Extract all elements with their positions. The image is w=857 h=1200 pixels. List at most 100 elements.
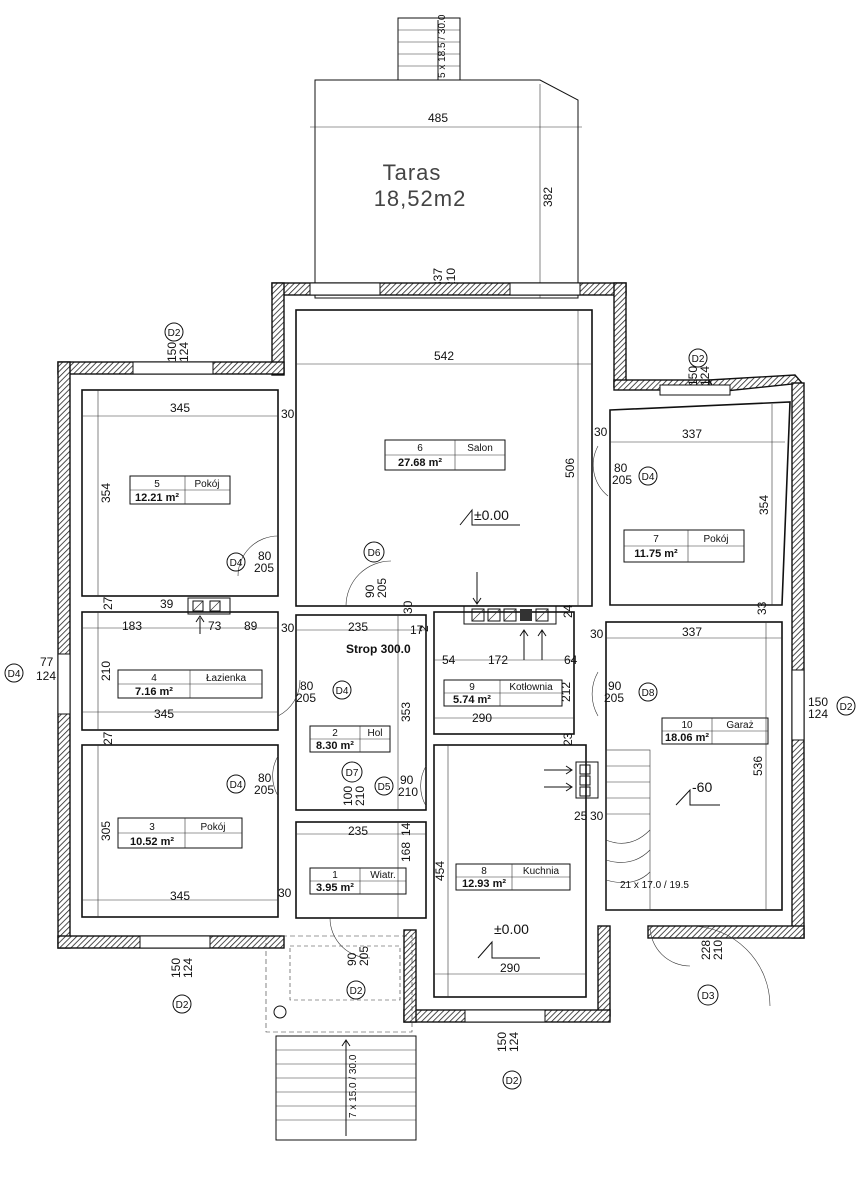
svg-text:150: 150 bbox=[495, 1032, 509, 1052]
svg-text:Łazienka: Łazienka bbox=[206, 673, 246, 684]
terrace-name: Taras bbox=[383, 160, 442, 185]
svg-text:3: 3 bbox=[149, 822, 155, 833]
svg-text:3.95 m²: 3.95 m² bbox=[316, 882, 354, 894]
terrace-area: 18,52m2 bbox=[374, 186, 467, 211]
svg-text:80: 80 bbox=[258, 549, 272, 563]
room-label-10: 10 Garaż 18.06 m² bbox=[661, 717, 769, 745]
svg-text:30: 30 bbox=[281, 407, 295, 421]
strop-label: Strop 300.0 bbox=[346, 642, 411, 656]
svg-text:73: 73 bbox=[208, 619, 222, 633]
room-label-3: 3 Pokój 10.52 m² bbox=[117, 817, 243, 849]
svg-text:10: 10 bbox=[681, 720, 693, 731]
entrance-porch bbox=[265, 935, 413, 1033]
svg-text:80: 80 bbox=[258, 771, 272, 785]
svg-text:345: 345 bbox=[170, 401, 190, 415]
svg-text:80: 80 bbox=[614, 461, 628, 475]
svg-text:6: 6 bbox=[417, 443, 423, 454]
garage-stairs-label: 21 x 17.0 / 19.5 bbox=[620, 880, 689, 891]
svg-text:124: 124 bbox=[177, 342, 191, 362]
top-stairs: 5 x 18.5 / 30.0 bbox=[397, 14, 461, 81]
svg-text:172: 172 bbox=[488, 653, 508, 667]
svg-text:2: 2 bbox=[332, 728, 338, 739]
svg-text:Salon: Salon bbox=[467, 443, 493, 454]
svg-text:124: 124 bbox=[808, 707, 828, 721]
svg-text:205: 205 bbox=[296, 691, 316, 705]
svg-text:345: 345 bbox=[170, 889, 190, 903]
svg-text:23: 23 bbox=[561, 732, 575, 746]
door-tags: D2 D2 D4 D2 D2 D2 D4 D4 D4 D4 D6 D7 D5 D… bbox=[4, 322, 856, 1090]
terrace-depth: 382 bbox=[541, 187, 555, 207]
svg-text:542: 542 bbox=[434, 349, 454, 363]
svg-text:8: 8 bbox=[481, 866, 487, 877]
garage-level: -60 bbox=[692, 779, 712, 795]
svg-text:90: 90 bbox=[400, 773, 414, 787]
terrace: 485 382 Taras 18,52m2 337 210 bbox=[310, 79, 582, 299]
svg-text:205: 205 bbox=[604, 691, 624, 705]
room-label-9: 9 Kotłownia 5.74 m² bbox=[443, 679, 563, 707]
svg-text:30: 30 bbox=[590, 809, 604, 823]
svg-text:D2: D2 bbox=[168, 328, 181, 339]
svg-text:454: 454 bbox=[433, 861, 447, 881]
svg-text:54: 54 bbox=[442, 653, 456, 667]
svg-text:11.75 m²: 11.75 m² bbox=[634, 548, 678, 560]
svg-text:D2: D2 bbox=[506, 1076, 519, 1087]
svg-text:205: 205 bbox=[357, 946, 371, 966]
room-label-2: 2 Hol 8.30 m² bbox=[309, 725, 391, 753]
svg-text:210: 210 bbox=[99, 661, 113, 681]
svg-text:150: 150 bbox=[165, 342, 179, 362]
svg-text:77: 77 bbox=[40, 655, 54, 669]
svg-text:14: 14 bbox=[399, 822, 413, 836]
svg-text:337: 337 bbox=[682, 427, 702, 441]
svg-text:Pokój: Pokój bbox=[200, 822, 225, 833]
svg-text:39: 39 bbox=[160, 597, 174, 611]
svg-text:7: 7 bbox=[653, 534, 659, 545]
svg-text:30: 30 bbox=[401, 600, 415, 614]
svg-text:89: 89 bbox=[244, 619, 258, 633]
room-label-5: 5 Pokój 12.21 m² bbox=[129, 475, 231, 505]
svg-text:205: 205 bbox=[254, 561, 274, 575]
svg-text:64: 64 bbox=[564, 653, 578, 667]
svg-text:D5: D5 bbox=[378, 782, 391, 793]
svg-text:25: 25 bbox=[574, 809, 588, 823]
salon-level: ±0.00 bbox=[474, 507, 509, 523]
svg-text:7.16 m²: 7.16 m² bbox=[135, 686, 173, 698]
svg-text:D2: D2 bbox=[350, 986, 363, 997]
svg-text:27: 27 bbox=[101, 596, 115, 610]
svg-text:337: 337 bbox=[682, 625, 702, 639]
svg-text:210: 210 bbox=[353, 786, 367, 806]
svg-text:100: 100 bbox=[341, 786, 355, 806]
svg-text:9: 9 bbox=[469, 682, 475, 693]
svg-text:345: 345 bbox=[154, 707, 174, 721]
svg-text:33: 33 bbox=[755, 601, 769, 615]
svg-text:30: 30 bbox=[281, 621, 295, 635]
svg-text:205: 205 bbox=[254, 783, 274, 797]
garage-stairs: 21 x 17.0 / 19.5 bbox=[605, 749, 689, 911]
svg-text:124: 124 bbox=[698, 366, 712, 386]
svg-text:17: 17 bbox=[410, 623, 424, 637]
svg-text:290: 290 bbox=[500, 961, 520, 975]
svg-text:D7: D7 bbox=[346, 768, 359, 779]
svg-text:D4: D4 bbox=[230, 780, 243, 791]
room-label-8: 8 Kuchnia 12.93 m² bbox=[455, 863, 571, 891]
svg-text:Pokój: Pokój bbox=[194, 479, 219, 490]
level-marks: ±0.00 ±0.00 -60 Strop 300.0 bbox=[346, 507, 720, 959]
dimensions: 542 345 337 354 354 506 30 30 30 30 30 2… bbox=[36, 310, 785, 997]
svg-text:536: 536 bbox=[751, 756, 765, 776]
room-label-6: 6 Salon 27.68 m² bbox=[384, 439, 506, 471]
svg-text:290: 290 bbox=[472, 711, 492, 725]
svg-text:D4: D4 bbox=[336, 686, 349, 697]
svg-text:205: 205 bbox=[612, 473, 632, 487]
svg-text:Kotłownia: Kotłownia bbox=[509, 682, 553, 693]
svg-text:90: 90 bbox=[345, 952, 359, 966]
svg-text:235: 235 bbox=[348, 620, 368, 634]
svg-text:30: 30 bbox=[590, 627, 604, 641]
svg-text:80: 80 bbox=[300, 679, 314, 693]
svg-text:5.74 m²: 5.74 m² bbox=[453, 694, 491, 706]
svg-text:18.06 m²: 18.06 m² bbox=[665, 732, 709, 744]
vent-ducts bbox=[187, 572, 599, 799]
svg-text:D2: D2 bbox=[840, 702, 853, 713]
svg-text:D8: D8 bbox=[642, 688, 655, 699]
svg-text:353: 353 bbox=[399, 702, 413, 722]
room-label-7: 7 Pokój 11.75 m² bbox=[623, 529, 745, 563]
svg-text:150: 150 bbox=[169, 958, 183, 978]
